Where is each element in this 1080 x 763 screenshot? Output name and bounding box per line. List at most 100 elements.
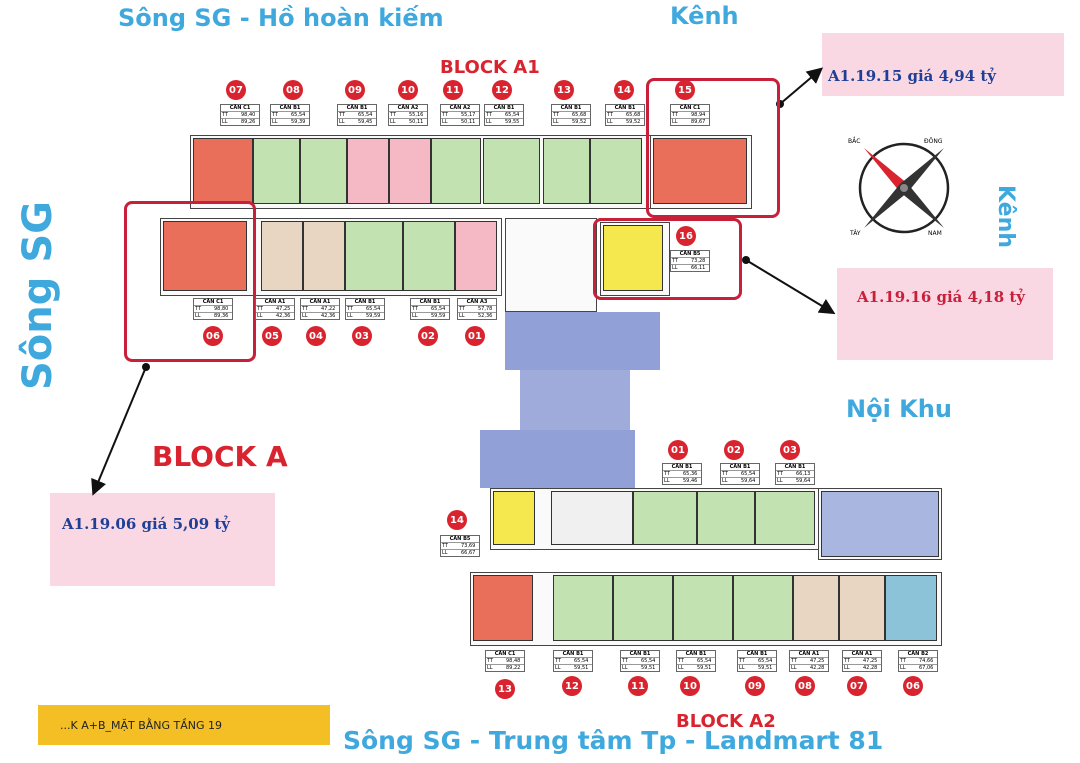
unit-ll: 42,28: [810, 665, 825, 671]
unit-ll: 50,11: [409, 119, 424, 125]
unit-number: 11: [628, 676, 648, 696]
a2-lower-wing: [470, 572, 942, 646]
unit-ll: 42,28: [863, 665, 878, 671]
price-15: A1.19.15 giá 4,94 tỷ: [828, 67, 997, 85]
price-16: A1.19.16 giá 4,18 tỷ: [857, 288, 1026, 306]
unit-tt: 98,80: [214, 306, 229, 312]
unit-type: CĂN B1: [279, 105, 301, 111]
unit-number: 12: [562, 676, 582, 696]
unit-tt: 98,40: [241, 112, 256, 118]
unit-type: CĂN B1: [419, 299, 441, 305]
unit-tt: 73,28: [691, 258, 706, 264]
unit-ll: 59,51: [641, 665, 656, 671]
price-box-15: A1.19.15 giá 4,94 tỷ: [822, 33, 1064, 96]
unit-ll: 59,51: [758, 665, 773, 671]
a1-core: [505, 218, 597, 312]
unit-number: 07: [847, 676, 867, 696]
direction-top-left: Sông SG - Hồ hoàn kiếm: [118, 4, 444, 32]
unit-type: CĂN A1: [264, 299, 286, 305]
unit-type: CĂN B1: [746, 651, 768, 657]
unit-number: 01: [465, 326, 485, 346]
unit-tt: 47,22: [321, 306, 336, 312]
compass-south: NAM: [928, 230, 942, 237]
unit-type: CĂN A1: [798, 651, 820, 657]
unit-type: CĂN A2: [449, 105, 471, 111]
corridor-lower: [480, 430, 635, 488]
unit-number: 01: [668, 440, 688, 460]
unit-type: CĂN B1: [685, 651, 707, 657]
block-a2-title: BLOCK A2: [676, 711, 776, 732]
unit-type: CĂN C1: [494, 651, 516, 657]
unit-ll: 89,22: [506, 665, 521, 671]
unit-ll: 59,64: [741, 478, 756, 484]
unit-number: 09: [745, 676, 765, 696]
unit-ll: 59,52: [626, 119, 641, 125]
unit-type: CĂN C1: [679, 105, 701, 111]
unit-tt: 47,25: [863, 658, 878, 664]
unit-ll: 89,36: [214, 313, 229, 319]
unit-tt: 98,48: [506, 658, 521, 664]
unit-tt: 57,78: [478, 306, 493, 312]
unit-type: CĂN B1: [629, 651, 651, 657]
unit-type: CĂN B5: [679, 251, 701, 257]
unit-tt: 65,36: [683, 471, 698, 477]
unit-type: CĂN B1: [729, 464, 751, 470]
price-box-16: A1.19.16 giá 4,18 tỷ: [837, 268, 1053, 360]
unit-type: CĂN A1: [309, 299, 331, 305]
unit-ll: 50,11: [461, 119, 476, 125]
unit-ll: 59,64: [796, 478, 811, 484]
corridor-middle: [520, 370, 630, 430]
unit-tt: 74,66: [919, 658, 934, 664]
unit-ll: 67,06: [919, 665, 934, 671]
direction-bottom: Sông SG - Trung tâm Tp - Landmart 81: [343, 726, 884, 755]
unit-type: CĂN B1: [562, 651, 584, 657]
unit-number: 08: [283, 80, 303, 100]
unit-type: CĂN A3: [466, 299, 488, 305]
compass-icon: [858, 142, 950, 234]
unit-ll: 66,67: [461, 550, 476, 556]
compass-north: BẮC: [848, 138, 861, 145]
floor-plan-label-text: ...K A+B_MẶT BẰNG TẦNG 19: [60, 718, 223, 732]
unit-tt: 65,54: [366, 306, 381, 312]
unit-number: 14: [614, 80, 634, 100]
unit-number: 02: [724, 440, 744, 460]
compass-east: ĐÔNG: [924, 138, 943, 145]
unit-type: CĂN A1: [851, 651, 873, 657]
direction-top-right: Kênh: [670, 2, 739, 30]
unit-ll: 59,51: [574, 665, 589, 671]
unit-number: 03: [352, 326, 372, 346]
unit-number: 13: [495, 679, 515, 699]
unit-tt: 55,17: [461, 112, 476, 118]
unit-number: 06: [903, 676, 923, 696]
unit-number: 13: [554, 80, 574, 100]
unit-number: 04: [306, 326, 326, 346]
a1-unit15-area: [650, 135, 752, 209]
unit-ll: 52,36: [478, 313, 493, 319]
unit-tt: 73,69: [461, 543, 476, 549]
unit-number-a1-16: 16: [676, 226, 696, 246]
unit-ll: 42,36: [321, 313, 336, 319]
price-box-06: A1.19.06 giá 5,09 tỷ: [50, 493, 275, 586]
unit-tt: 47,25: [810, 658, 825, 664]
unit-tt: 65,54: [574, 658, 589, 664]
unit-ll: 59,52: [572, 119, 587, 125]
unit-tt: 65,68: [572, 112, 587, 118]
compass-west: TÂY: [850, 230, 861, 237]
unit-number: 02: [418, 326, 438, 346]
